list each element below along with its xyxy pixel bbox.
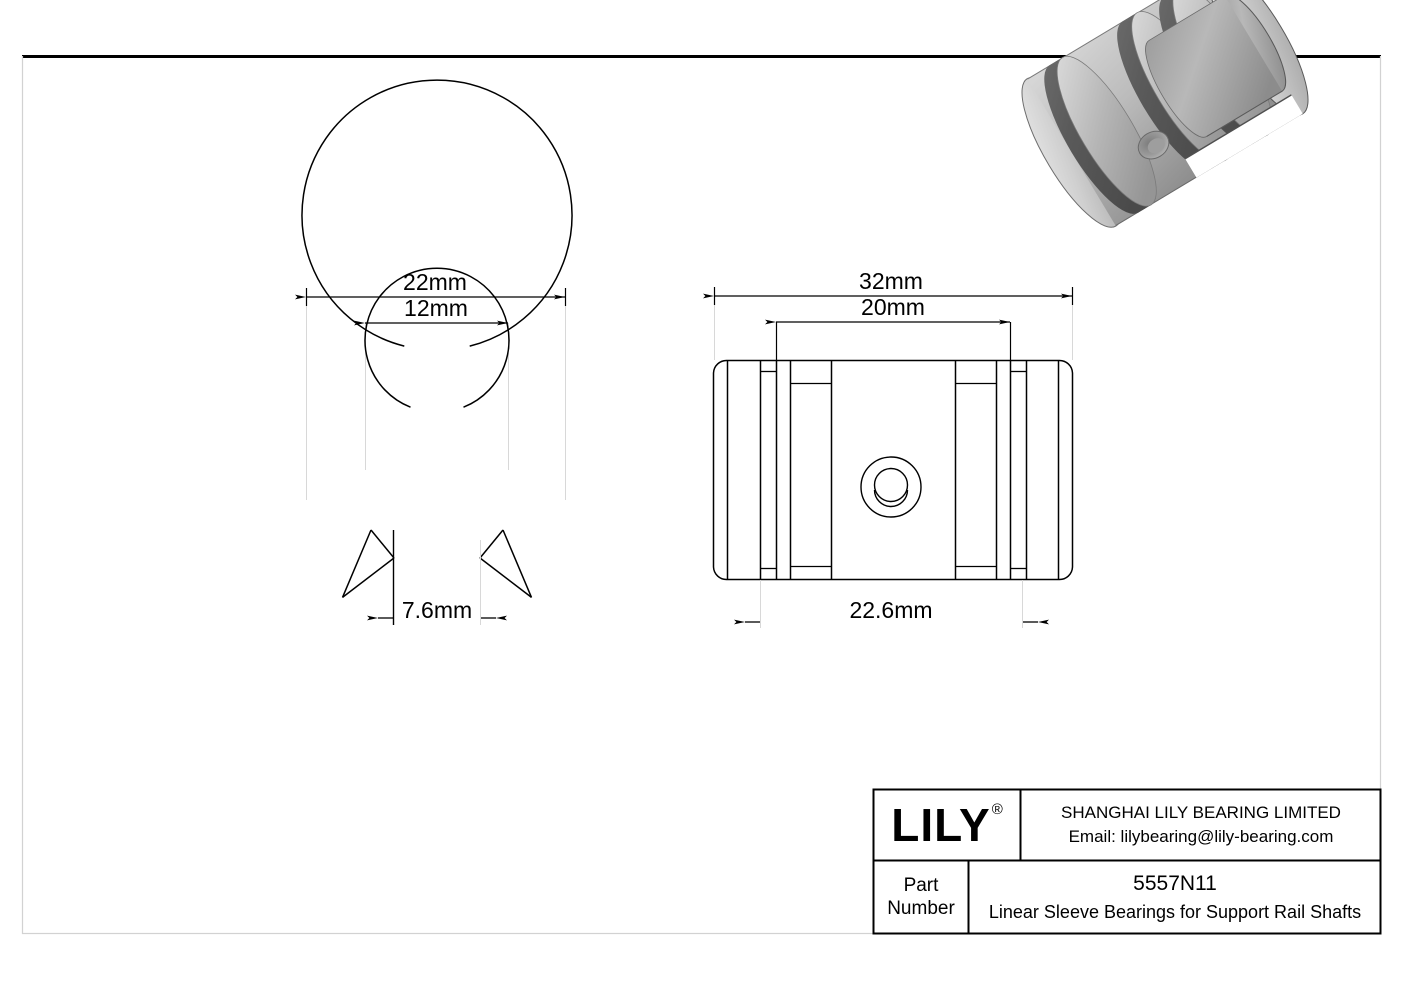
- company-email[interactable]: Email: lilybearing@lily-bearing.com: [1068, 827, 1334, 846]
- outer-profile-arc: [301, 79, 573, 347]
- part-number-label: Part Number: [873, 861, 969, 934]
- dimension-overall-length: 32mm: [703, 268, 1074, 305]
- company-name: SHANGHAI LILY BEARING LIMITED: [1061, 803, 1341, 822]
- dimension-groove-span: 20mm: [765, 294, 1012, 360]
- inner-chamfer-right: [479, 529, 504, 559]
- part-info-cell: 5557N11 Linear Sleeve Bearings for Suppo…: [969, 861, 1381, 934]
- dim-label-overall-length: 32mm: [859, 268, 923, 294]
- part-number-label-line2: Number: [887, 898, 955, 919]
- dim-label-groove-span: 20mm: [861, 294, 925, 320]
- groove-right-inner: [954, 360, 998, 580]
- logo-text: LILY: [891, 799, 991, 851]
- iso-open-end: [1145, 0, 1309, 178]
- title-block: LILY ® SHANGHAI LILY BEARING LIMITED Ema…: [873, 789, 1381, 934]
- inner-chamfer-left: [370, 529, 395, 559]
- part-number-label-line1: Part: [903, 875, 939, 896]
- side-elevation-view: 32mm 20mm 22.6mm: [703, 268, 1074, 628]
- dim-label-inner-diameter: 12mm: [404, 295, 468, 321]
- side-body-outline: [712, 359, 1074, 581]
- isometric-3d-view: [1021, 0, 1309, 228]
- part-number-value: 5557N11: [1133, 872, 1217, 895]
- title-block-frame: [872, 788, 1382, 935]
- outer-chamfer-left: [342, 557, 395, 598]
- inner-bore-arc: [364, 267, 510, 408]
- company-logo: LILY ®: [873, 789, 1021, 861]
- horn-end-left: [341, 529, 372, 598]
- dimension-slot-gap: 7.6mm: [367, 530, 507, 625]
- groove-right-outer: [1009, 360, 1028, 580]
- dim-label-outer-diameter: 22mm: [403, 269, 467, 295]
- side-extension-lines: [714, 297, 1073, 360]
- part-description: Linear Sleeve Bearings for Support Rail …: [988, 902, 1362, 922]
- dim-label-body-length: 22.6mm: [849, 597, 932, 623]
- iso-side-hole: [1137, 130, 1170, 160]
- horn-end-right: [502, 529, 533, 598]
- registered-trademark-icon: ®: [991, 801, 1003, 818]
- lubrication-hole: [860, 456, 922, 518]
- company-info-cell: SHANGHAI LILY BEARING LIMITED Email: lil…: [1021, 789, 1381, 861]
- front-extension-lines: [306, 297, 566, 500]
- iso-groove-1: [1044, 55, 1157, 214]
- front-section-view: 22mm 12mm 7.6mm: [295, 79, 573, 625]
- groove-left-inner: [789, 360, 833, 580]
- groove-left-outer: [759, 360, 778, 580]
- dimension-body-length: 22.6mm: [734, 580, 1049, 628]
- outer-chamfer-right: [479, 557, 532, 598]
- dimension-inner-diameter: 12mm: [354, 295, 508, 326]
- dimension-outer-diameter: 22mm: [295, 269, 567, 306]
- dim-label-slot-gap: 7.6mm: [402, 597, 472, 623]
